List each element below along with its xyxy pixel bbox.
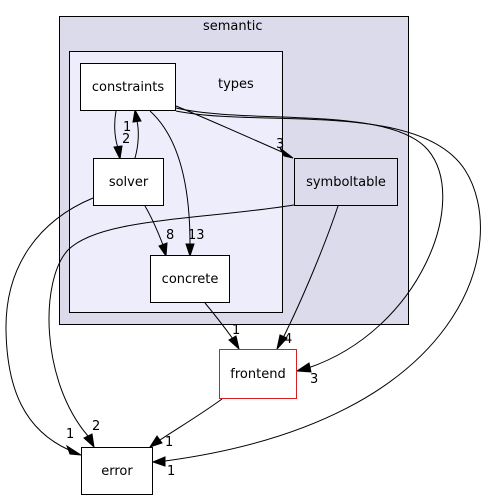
edge-label-solver-to-constraints: 2	[122, 132, 130, 147]
edge-solver-to-constraints	[134, 120, 139, 159]
node-solver-label: solver	[108, 174, 149, 190]
node-frontend[interactable]: frontend	[219, 349, 297, 399]
edge-constraints-to-concrete-arrow	[185, 243, 195, 258]
edge-constraints-to-solver-arrow	[113, 145, 123, 161]
node-frontend-label: frontend	[230, 366, 286, 382]
edge-symboltable-to-frontend-arrow	[276, 334, 288, 351]
edge-label-frontend-to-error: 1	[165, 435, 173, 450]
edge-constraints-to-error-arrow	[151, 456, 166, 467]
edge-label-solver-to-error: 1	[66, 427, 74, 442]
edge-symboltable-to-error	[48, 204, 295, 437]
node-solver[interactable]: solver	[93, 158, 164, 206]
node-constraints-label: constraints	[91, 79, 165, 95]
node-error[interactable]: error	[81, 447, 153, 495]
edge-constraints-to-error	[164, 110, 481, 462]
edge-constraints-to-frontend-arrow	[295, 362, 312, 373]
node-concrete[interactable]: concrete	[150, 255, 230, 303]
cluster-types-title: types	[218, 77, 254, 92]
edge-solver-to-constraints-arrow	[132, 108, 142, 123]
edge-label-constraints-to-concrete: 13	[188, 228, 205, 243]
node-symboltable-label: symboltable	[306, 174, 386, 190]
edge-label-concrete-to-frontend: 1	[232, 323, 240, 338]
edge-solver-to-concrete-arrow	[158, 242, 168, 258]
cluster-semantic-title: semantic	[203, 19, 263, 34]
edge-constraints-to-solver	[114, 110, 119, 149]
node-concrete-label: concrete	[161, 271, 219, 287]
edge-label-solver-to-concrete: 8	[166, 228, 174, 243]
edge-label-constraints-to-solver: 1	[123, 120, 131, 135]
edge-constraints-to-symboltable	[175, 105, 283, 153]
edge-frontend-to-error-arrow	[148, 435, 163, 448]
edge-constraints-to-frontend	[175, 107, 444, 369]
edge-label-symboltable-to-frontend: 4	[284, 332, 292, 347]
edge-constraints-to-symboltable-arrow	[279, 147, 294, 159]
edge-solver-to-error	[5, 197, 94, 451]
edge-frontend-to-error	[159, 398, 223, 441]
edge-concrete-to-frontend	[204, 302, 234, 340]
edge-label-constraints-to-frontend: 3	[310, 372, 318, 387]
edge-solver-to-error-arrow	[66, 444, 82, 456]
edge-symboltable-to-error-arrow	[83, 433, 95, 449]
edge-label-symboltable-to-error: 2	[92, 419, 100, 434]
edge-label-constraints-to-symboltable: 3	[276, 137, 284, 152]
node-constraints[interactable]: constraints	[80, 63, 176, 111]
edge-constraints-to-concrete	[149, 110, 191, 245]
edge-label-constraints-to-error: 1	[167, 464, 175, 479]
edge-symboltable-to-frontend	[282, 205, 339, 339]
edge-solver-to-concrete	[144, 205, 164, 246]
node-error-label: error	[101, 463, 133, 479]
edge-concrete-to-frontend-arrow	[228, 335, 240, 351]
node-symboltable[interactable]: symboltable	[294, 158, 398, 206]
